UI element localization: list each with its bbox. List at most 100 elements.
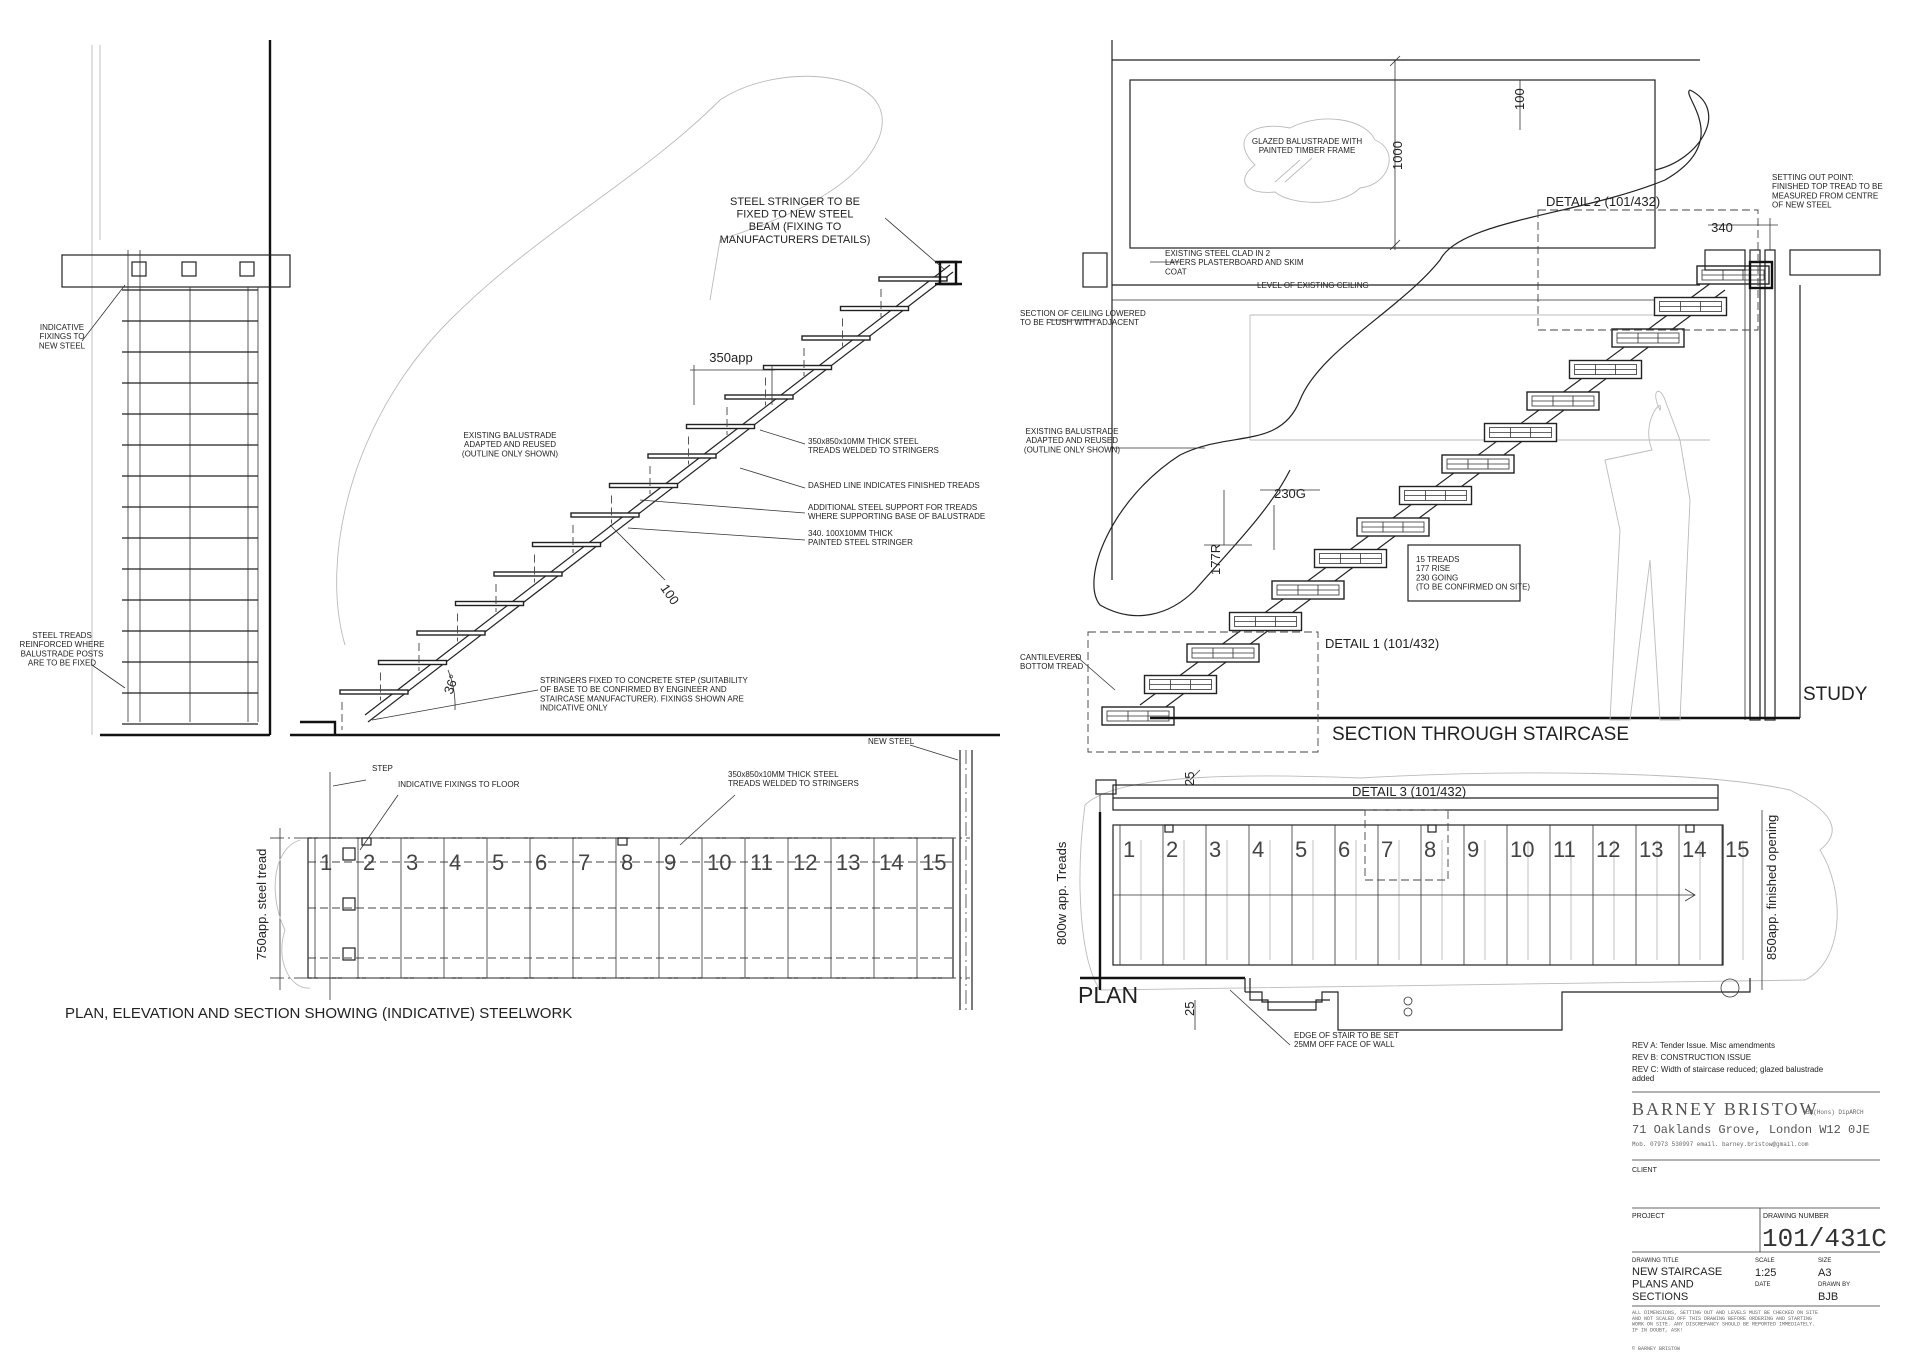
- rev-a: REV A: Tender Issue. Misc amendments: [1632, 1041, 1775, 1050]
- note-dashed-line: DASHED LINE INDICATES FINISHED TREADS: [808, 481, 980, 490]
- dim-angle: 36°: [441, 672, 462, 696]
- drawn-by-label: DRAWN BY: [1818, 1282, 1850, 1288]
- architect-name: BARNEY BRISTOW: [1632, 1099, 1819, 1119]
- plan-tread-number: 7: [1381, 837, 1393, 862]
- plan-tread-number: 10: [1510, 837, 1534, 862]
- dim-340: 340: [1711, 220, 1733, 235]
- fixing-mark: [1685, 824, 1695, 833]
- dim-850-opening: 850app. finished opening: [1764, 815, 1779, 960]
- copyright: © BARNEY BRISTOW: [1632, 1345, 1680, 1352]
- scale-value: 1:25: [1755, 1267, 1776, 1279]
- section-tread: [1653, 296, 1728, 317]
- drawn-by-value: BJB: [1818, 1291, 1838, 1303]
- section-tread: [1526, 391, 1600, 411]
- drawing-number-label: DRAWING NUMBER: [1763, 1213, 1829, 1220]
- title-block: REV A: Tender Issue. Misc amendments REV…: [1632, 1041, 1887, 1352]
- plan-tread-number: 13: [1639, 837, 1663, 862]
- section-tread: [1313, 548, 1388, 569]
- elevation-tread: [878, 276, 948, 282]
- elevation-tread: [762, 364, 833, 371]
- elevation-tread: [493, 571, 563, 577]
- dim-25-top: 25: [1182, 772, 1197, 786]
- plan-tread-number: 8: [1424, 837, 1436, 862]
- fixing-mark: [1164, 824, 1174, 833]
- section-tread: [1186, 643, 1260, 663]
- label-detail1: DETAIL 1 (101/432): [1325, 636, 1439, 651]
- plan-tread-number: 11: [1553, 837, 1576, 862]
- label-detail3: DETAIL 3 (101/432): [1352, 784, 1466, 799]
- section-tread: [1483, 422, 1558, 443]
- plan-tread-number: 9: [664, 850, 676, 875]
- dim-1000: 1000: [1390, 141, 1405, 170]
- client-label: CLIENT: [1632, 1167, 1658, 1174]
- plan-tread-number: 8: [621, 850, 633, 875]
- size-label: SIZE: [1818, 1258, 1831, 1264]
- elevation-tread: [724, 394, 794, 400]
- dim-100-elev: 100: [658, 581, 683, 607]
- elevation-tread: [454, 600, 525, 607]
- note-step: STEP: [372, 764, 393, 773]
- architect-address: 71 Oaklands Grove, London W12 0JE: [1632, 1123, 1870, 1137]
- note-stringers-fixed: STRINGERS FIXED TO CONCRETE STEP (SUITAB…: [540, 676, 749, 713]
- plan-tread-number: 5: [492, 850, 504, 875]
- plan-tread-number: 3: [1209, 837, 1221, 862]
- section-tread: [1611, 328, 1685, 348]
- note-new-steel: NEW STEEL: [868, 737, 915, 746]
- plan-tread-number: 4: [449, 850, 461, 875]
- plan-tread-number: 12: [1596, 837, 1620, 862]
- plan-tread-number: 15: [922, 850, 946, 875]
- plan-tread-number: 15: [1725, 837, 1749, 862]
- elevation-tread: [416, 630, 486, 636]
- elevation-tread: [647, 453, 717, 459]
- dim-100-sect: 100: [1512, 88, 1527, 110]
- elevation-tread: [531, 541, 602, 548]
- plan-tread-number: 2: [363, 850, 375, 875]
- section-tread: [1228, 611, 1303, 632]
- note-setting-out: SETTING OUT POINT:FINISHED TOP TREAD TO …: [1772, 173, 1883, 210]
- section-treads: [1101, 265, 1770, 726]
- elevation-tread: [801, 335, 871, 341]
- plan-tread-number: 9: [1467, 837, 1479, 862]
- plan-tread-number: 14: [1682, 837, 1706, 862]
- disclaimer: ALL DIMENSIONS, SETTING OUT AND LEVELS M…: [1632, 1310, 1818, 1333]
- section-tread: [1101, 706, 1175, 726]
- section-tread: [1356, 517, 1430, 537]
- section-tread: [1568, 359, 1643, 380]
- dim-350app: 350app: [709, 350, 752, 365]
- plan-tread-number: 6: [535, 850, 547, 875]
- note-ceiling-level: LEVEL OF EXISTING CEILING: [1257, 281, 1369, 290]
- drawing-title-label: DRAWING TITLE: [1632, 1258, 1679, 1264]
- elevation-tread: [570, 512, 640, 518]
- section-tread: [1271, 580, 1345, 600]
- left-plan-tread-divisions: [314, 838, 918, 978]
- elevation-tread: [685, 423, 756, 430]
- plan-tread-number: 1: [1123, 837, 1135, 862]
- plan-tread-number: 1: [320, 850, 332, 875]
- plan-tread-number: 2: [1166, 837, 1178, 862]
- section-tread: [1441, 454, 1515, 474]
- plan-tread-number: 13: [836, 850, 860, 875]
- plan-tread-number: 7: [578, 850, 590, 875]
- plan-tread-number: 14: [879, 850, 903, 875]
- label-study: STUDY: [1803, 684, 1868, 705]
- rev-b: REV B: CONSTRUCTION ISSUE: [1632, 1053, 1751, 1062]
- plan-tread-number: 3: [406, 850, 418, 875]
- caption-steelwork: PLAN, ELEVATION AND SECTION SHOWING (IND…: [65, 1005, 572, 1022]
- rev-c: REV C: Width of staircase reduced; glaze…: [1632, 1065, 1824, 1083]
- size-value: A3: [1818, 1267, 1831, 1279]
- elevation-treads: [339, 276, 948, 730]
